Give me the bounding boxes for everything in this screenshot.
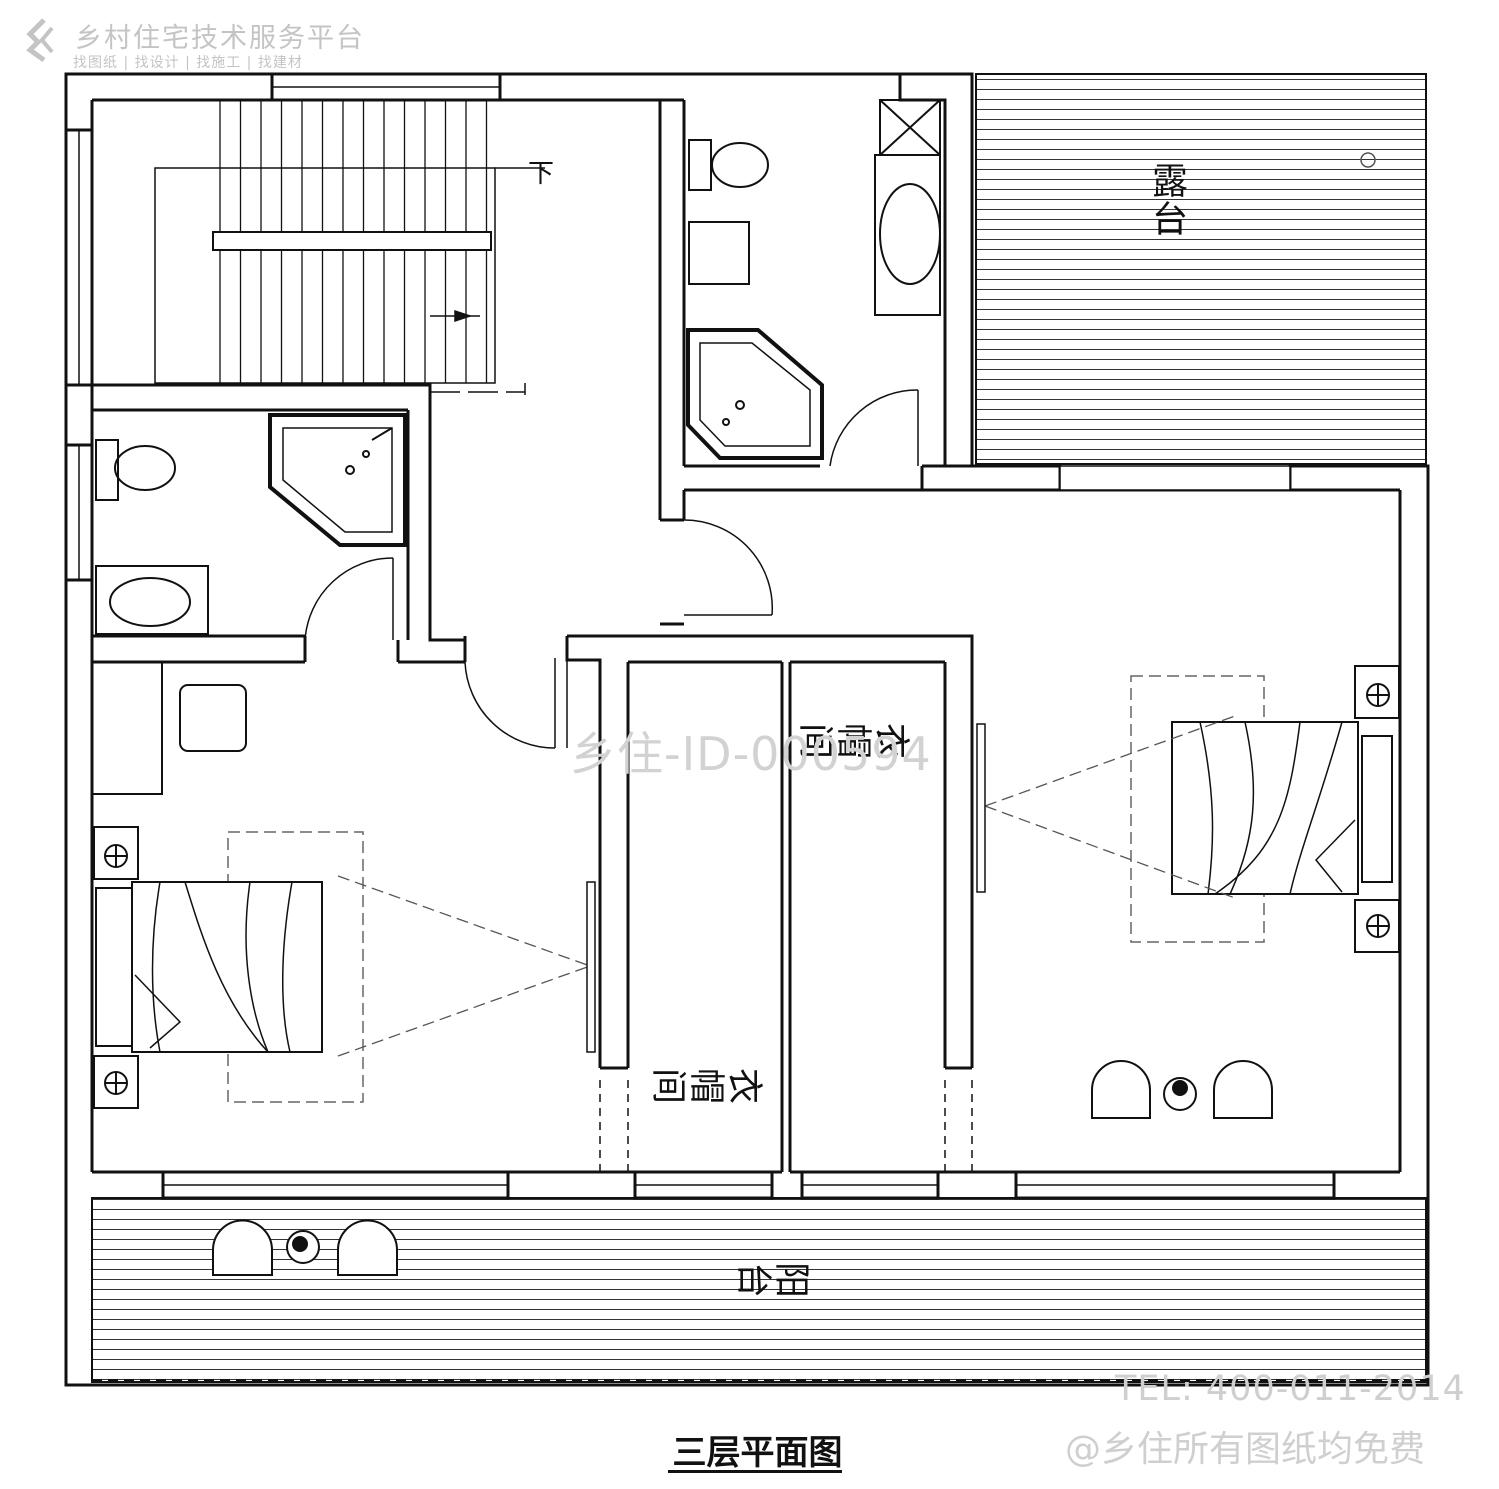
terrace-deck: [975, 73, 1427, 465]
free-note-watermark: @乡住所有图纸均免费: [1065, 1429, 1426, 1470]
plan-caption: 三层平面图: [672, 1433, 843, 1473]
staircase: [154, 167, 496, 384]
balcony-furniture: [212, 1219, 398, 1276]
right-bedroom-furniture: [976, 665, 1400, 1119]
stair-down-label: 下: [528, 159, 554, 189]
caption-underline: [668, 1470, 842, 1473]
platform-logo-icon: [26, 18, 54, 62]
right-bath-fixtures: [686, 99, 941, 460]
balcony-label: 阳台: [735, 1256, 811, 1297]
closet-2-label: 衣帽间: [650, 1062, 764, 1103]
left-bedroom-furniture: [91, 661, 596, 1109]
drawing-id-watermark: 乡住-ID-000594: [570, 727, 932, 781]
platform-title: 乡村住宅技术服务平台: [75, 23, 365, 54]
left-bath-fixtures: [95, 413, 407, 635]
terrace-label: 露台: [1146, 162, 1187, 238]
tel-watermark: TEL: 400-011-2014: [1115, 1369, 1466, 1409]
platform-links: 找图纸 | 找设计 | 找施工 | 找建材: [73, 55, 303, 71]
balcony-deck: [91, 1197, 1427, 1383]
